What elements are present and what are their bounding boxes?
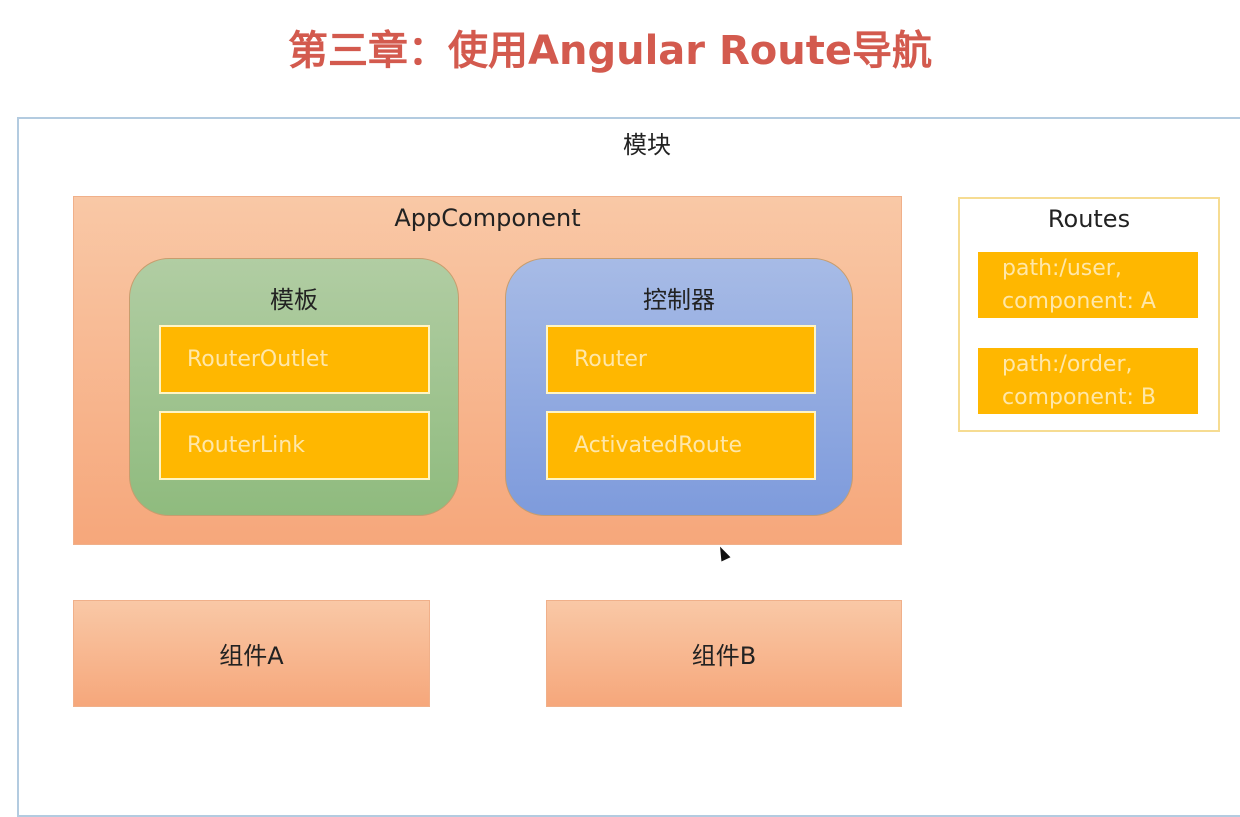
- route-component: component: B: [1002, 385, 1156, 410]
- router-outlet-box: RouterOutlet: [159, 325, 430, 394]
- router-link-box: RouterLink: [159, 411, 430, 480]
- component-b-box: 组件B: [546, 600, 902, 707]
- template-label: 模板: [270, 286, 318, 314]
- route-path: path:/user,: [1002, 256, 1122, 281]
- router-box: Router: [546, 325, 816, 394]
- routes-label: Routes: [1047, 205, 1131, 233]
- route-user: path:/user, component: A: [978, 252, 1198, 318]
- slide-title: 第三章：使用Angular Route导航: [288, 28, 932, 74]
- component-a-box: 组件A: [73, 600, 430, 707]
- activated-route-box: ActivatedRoute: [546, 411, 816, 480]
- route-component: component: A: [1002, 289, 1156, 314]
- module-label: 模块: [623, 131, 671, 159]
- controller-label: 控制器: [643, 286, 715, 314]
- route-order: path:/order, component: B: [978, 348, 1198, 414]
- app-component-label: AppComponent: [394, 204, 581, 232]
- route-path: path:/order,: [1002, 352, 1133, 377]
